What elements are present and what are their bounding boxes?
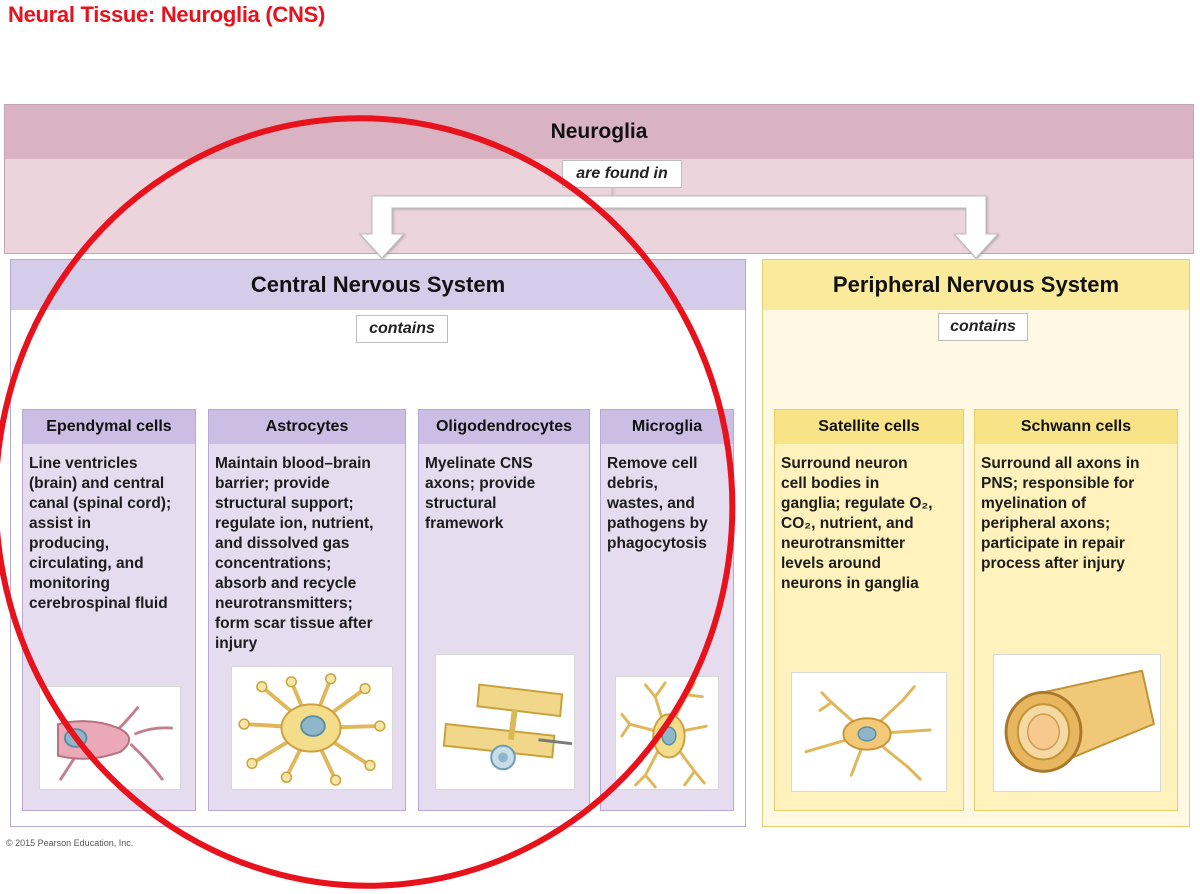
- card-microglia: Microglia Remove cell debris, wastes, an…: [600, 409, 734, 811]
- card-satellite-cells: Satellite cells Surround neuron cell bod…: [774, 409, 964, 811]
- card-description: Maintain blood–brain barrier; provide st…: [209, 444, 405, 654]
- card-description: Line ventricles (brain) and central cana…: [23, 444, 195, 614]
- satellite-cell-icon: [791, 672, 947, 792]
- desc-line: process after injury: [981, 555, 1125, 572]
- are-found-in-label: are found in: [562, 160, 682, 188]
- card-astrocytes: Astrocytes Maintain blood–brain barrier;…: [208, 409, 406, 811]
- desc-line: injury: [215, 635, 258, 652]
- neuroglia-title: Neuroglia: [550, 120, 648, 143]
- card-ependymal-cells: Ependymal cells Line ventricles (brain) …: [22, 409, 196, 811]
- desc-line: debris,: [607, 475, 658, 492]
- desc-line: axons; provide: [425, 475, 536, 492]
- desc-line: Line ventricles: [29, 455, 138, 472]
- card-description: Remove cell debris, wastes, and pathogen…: [601, 444, 733, 554]
- card-title: Oligodendrocytes: [419, 410, 589, 444]
- desc-line: cell bodies in: [781, 475, 880, 492]
- desc-line: Remove cell: [607, 455, 698, 472]
- desc-line: levels around: [781, 555, 881, 572]
- card-title: Astrocytes: [209, 410, 405, 444]
- desc-line: ganglia; regulate O₂,: [781, 495, 933, 512]
- desc-line: wastes, and: [607, 495, 695, 512]
- desc-line: regulate ion, nutrient,: [215, 515, 374, 532]
- desc-line: concentrations;: [215, 555, 332, 572]
- desc-line: phagocytosis: [607, 535, 707, 552]
- desc-line: Surround all axons in: [981, 455, 1140, 472]
- desc-line: assist in: [29, 515, 92, 532]
- desc-line: PNS; responsible for: [981, 475, 1135, 492]
- cns-title: Central Nervous System: [250, 272, 506, 297]
- pns-contains-label: contains: [938, 313, 1028, 341]
- desc-line: form scar tissue after: [215, 615, 373, 632]
- card-title: Microglia: [601, 410, 733, 444]
- desc-line: monitoring: [29, 575, 110, 592]
- card-title: Satellite cells: [775, 410, 963, 444]
- schwann-cell-icon: [993, 654, 1161, 792]
- card-title: Schwann cells: [975, 410, 1177, 444]
- microglia-icon: [615, 676, 719, 790]
- desc-line: neurons in ganglia: [781, 575, 919, 592]
- desc-line: and dissolved gas: [215, 535, 350, 552]
- pns-title: Peripheral Nervous System: [832, 272, 1120, 297]
- desc-line: neurotransmitter: [781, 535, 906, 552]
- slide-title: Neural Tissue: Neuroglia (CNS): [8, 2, 325, 27]
- cns-contains-label: contains: [356, 315, 448, 343]
- card-description: Surround all axons in PNS; responsible f…: [975, 444, 1177, 574]
- astrocyte-icon: [231, 666, 393, 790]
- desc-line: absorb and recycle: [215, 575, 357, 592]
- desc-line: structural support;: [215, 495, 354, 512]
- desc-line: structural: [425, 495, 497, 512]
- cns-header: Central Nervous System: [11, 260, 745, 310]
- desc-line: framework: [425, 515, 504, 532]
- desc-line: circulating, and: [29, 555, 144, 572]
- neuroglia-header: Neuroglia: [5, 105, 1193, 159]
- desc-line: (brain) and central: [29, 475, 165, 492]
- desc-line: cerebrospinal fluid: [29, 595, 168, 612]
- desc-line: canal (spinal cord);: [29, 495, 172, 512]
- desc-line: Surround neuron: [781, 455, 908, 472]
- ependymal-cell-icon: [39, 686, 181, 790]
- card-oligodendrocytes: Oligodendrocytes Myelinate CNS axons; pr…: [418, 409, 590, 811]
- desc-line: pathogens by: [607, 515, 708, 532]
- desc-line: peripheral axons;: [981, 515, 1111, 532]
- pns-header: Peripheral Nervous System: [763, 260, 1189, 310]
- copyright-notice: © 2015 Pearson Education, Inc.: [6, 838, 134, 848]
- oligodendrocyte-icon: [435, 654, 575, 790]
- card-schwann-cells: Schwann cells Surround all axons in PNS;…: [974, 409, 1178, 811]
- card-title: Ependymal cells: [23, 410, 195, 444]
- desc-line: Maintain blood–brain: [215, 455, 371, 472]
- desc-line: producing,: [29, 535, 110, 552]
- desc-line: CO₂, nutrient, and: [781, 515, 914, 532]
- desc-line: barrier; provide: [215, 475, 330, 492]
- desc-line: myelination of: [981, 495, 1087, 512]
- card-description: Myelinate CNS axons; provide structural …: [419, 444, 589, 534]
- card-description: Surround neuron cell bodies in ganglia; …: [775, 444, 963, 594]
- desc-line: Myelinate CNS: [425, 455, 533, 472]
- desc-line: participate in repair: [981, 535, 1125, 552]
- desc-line: neurotransmitters;: [215, 595, 353, 612]
